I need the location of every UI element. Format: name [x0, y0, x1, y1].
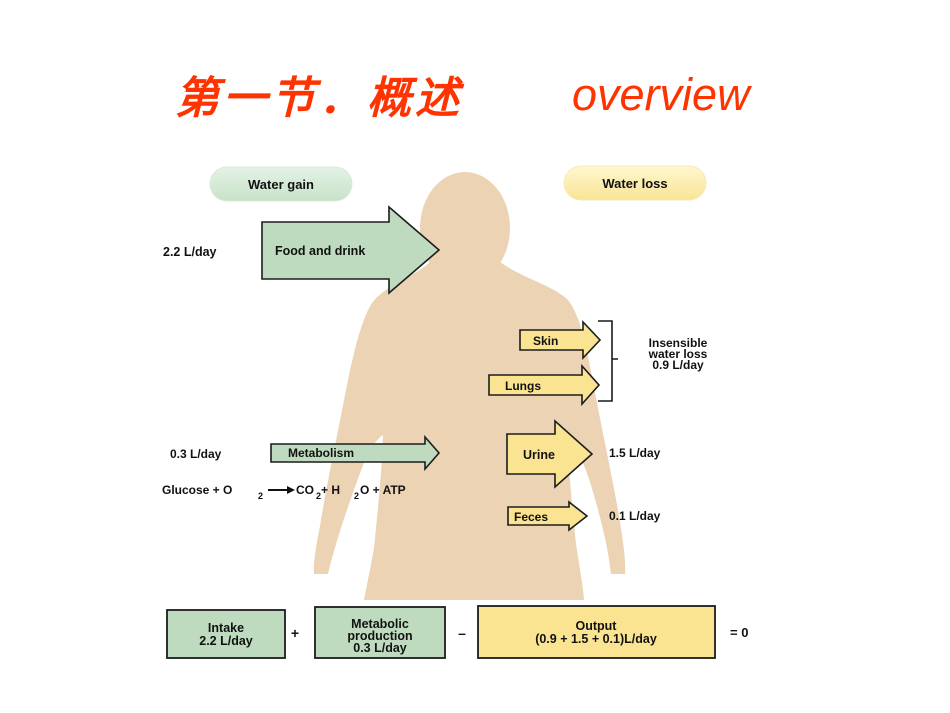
metabolic-production-box: Metabolic production 0.3 L/day [314, 606, 446, 659]
insensible-line-2: water loss [648, 347, 708, 361]
metabolic-line-1: Metabolic [351, 617, 409, 631]
insensible-line-1: Insensible [649, 336, 708, 350]
urine-amount: 1.5 L/day [609, 446, 661, 460]
skin-label: Skin [533, 334, 558, 348]
intake-line-2: 2.2 L/day [199, 634, 253, 648]
water-loss-pill: Water loss [563, 165, 707, 201]
water-gain-pill: Water gain [209, 166, 353, 202]
equation-co2: CO [296, 483, 314, 497]
equation-o2-sub: 2 [258, 491, 263, 501]
equation-h2o-sub: 2 [354, 491, 359, 501]
lungs-arrow: Lungs [488, 363, 601, 407]
equation-o-atp: O + ATP [360, 483, 406, 497]
food-drink-amount: 2.2 L/day [163, 245, 217, 259]
metabolism-amount: 0.3 L/day [170, 447, 222, 461]
equation-glucose: Glucose + O [162, 483, 232, 497]
skin-arrow: Skin [519, 319, 602, 361]
intake-line-1: Intake [208, 621, 244, 635]
feces-label: Feces [514, 510, 548, 524]
glucose-equation: Glucose + O 2 CO 2 + H 2 O + ATP [162, 483, 406, 501]
feces-arrow: Feces [507, 500, 589, 532]
equation-plus-h: + H [321, 483, 340, 497]
feces-amount: 0.1 L/day [609, 509, 661, 523]
metabolic-line-2: production [347, 629, 412, 643]
urine-label: Urine [523, 448, 555, 462]
insensible-amount: 0.9 L/day [652, 358, 704, 372]
urine-arrow: Urine [506, 419, 594, 489]
metabolism-label: Metabolism [288, 446, 354, 460]
water-gain-label: Water gain [248, 177, 314, 192]
output-line-2: (0.9 + 1.5 + 0.1)L/day [535, 632, 657, 646]
plus-sign: + [291, 625, 299, 641]
equals-zero: = 0 [730, 625, 748, 640]
output-box: Output (0.9 + 1.5 + 0.1)L/day [477, 605, 716, 659]
title-english: overview [572, 69, 750, 120]
food-drink-label: Food and drink [275, 244, 365, 258]
intake-box: Intake 2.2 L/day [166, 609, 286, 659]
output-line-1: Output [576, 619, 618, 633]
insensible-bracket [598, 320, 618, 402]
food-drink-arrow: Food and drink [261, 205, 441, 295]
metabolic-line-3: 0.3 L/day [353, 641, 407, 655]
reaction-arrow-head [287, 486, 295, 494]
metabolism-arrow: Metabolism [270, 434, 441, 472]
insensible-loss-label: Insensible water loss 0.9 L/day [648, 336, 708, 372]
page-title: 第一节．概述 overview [175, 62, 795, 126]
title-chinese: 第一节．概述 [175, 73, 463, 124]
water-loss-label: Water loss [602, 176, 667, 191]
lungs-label: Lungs [505, 379, 541, 393]
equation-co2-sub: 2 [316, 491, 321, 501]
minus-sign: – [458, 625, 466, 641]
